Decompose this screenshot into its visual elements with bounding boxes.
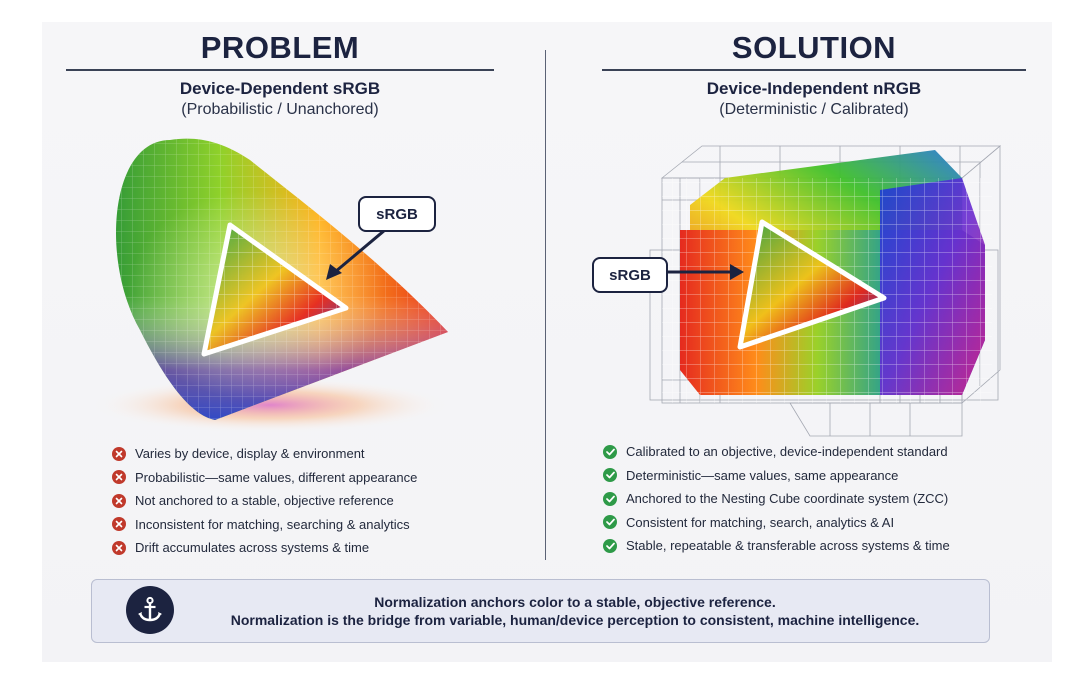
problem-subtitle: Device-Dependent sRGB bbox=[179, 79, 381, 98]
bullet-text: Drift accumulates across systems & time bbox=[135, 540, 370, 556]
list-item: Inconsistent for matching, searching & a… bbox=[112, 513, 417, 537]
bullet-text: Stable, repeatable & transferable across… bbox=[626, 538, 950, 554]
x-circle-icon bbox=[112, 446, 126, 461]
solution-note: (Deterministic / Calibrated) bbox=[719, 101, 909, 118]
banner-line-1: Normalization anchors color to a stable,… bbox=[374, 594, 776, 610]
list-item: Drift accumulates across systems & time bbox=[112, 536, 417, 560]
bullet-text: Deterministic—same values, same appearan… bbox=[626, 467, 899, 483]
solution-srgb-callout: sRGB bbox=[592, 257, 668, 293]
bullet-text: Consistent for matching, search, analyti… bbox=[626, 514, 895, 530]
banner-line-2: Normalization is the bridge from variabl… bbox=[230, 612, 920, 628]
problem-srgb-callout: sRGB bbox=[358, 196, 436, 232]
bullet-text: Probabilistic—same values, different app… bbox=[135, 469, 418, 485]
bullet-text: Inconsistent for matching, searching & a… bbox=[135, 516, 410, 532]
bullet-text: Varies by device, display & environment bbox=[135, 446, 365, 462]
x-circle-icon bbox=[112, 470, 126, 485]
list-item: Not anchored to a stable, objective refe… bbox=[112, 489, 417, 513]
column-divider bbox=[545, 50, 546, 560]
problem-title: PROBLEM bbox=[200, 30, 360, 65]
solution-title: SOLUTION bbox=[731, 30, 897, 65]
srgb-triangle-problem bbox=[201, 222, 349, 357]
list-item: Varies by device, display & environment bbox=[112, 442, 417, 466]
solution-title-rule bbox=[602, 69, 1026, 71]
problem-note: (Probabilistic / Unanchored) bbox=[181, 101, 379, 118]
list-item: Probabilistic—same values, different app… bbox=[112, 466, 417, 490]
problem-bullet-list: Varies by device, display & environment … bbox=[112, 442, 417, 560]
list-item: Stable, repeatable & transferable across… bbox=[603, 534, 950, 558]
check-circle-icon bbox=[603, 515, 617, 530]
check-circle-icon bbox=[603, 491, 617, 506]
normalization-banner bbox=[91, 579, 990, 643]
solution-callout-arrow bbox=[663, 264, 744, 280]
solution-bullet-list: Calibrated to an objective, device-indep… bbox=[603, 440, 950, 558]
x-circle-icon bbox=[112, 493, 126, 508]
list-item: Deterministic—same values, same appearan… bbox=[603, 464, 950, 488]
bullet-text: Calibrated to an objective, device-indep… bbox=[626, 444, 948, 460]
bullet-text: Anchored to the Nesting Cube coordinate … bbox=[626, 491, 949, 507]
x-circle-icon bbox=[112, 540, 126, 555]
check-circle-icon bbox=[603, 468, 617, 483]
bullet-text: Not anchored to a stable, objective refe… bbox=[135, 493, 394, 509]
anchor-icon bbox=[126, 586, 174, 634]
list-item: Consistent for matching, search, analyti… bbox=[603, 511, 950, 535]
list-item: Calibrated to an objective, device-indep… bbox=[603, 440, 950, 464]
x-circle-icon bbox=[112, 517, 126, 532]
check-circle-icon bbox=[603, 538, 617, 553]
check-circle-icon bbox=[603, 444, 617, 459]
problem-callout-arrow bbox=[326, 228, 386, 280]
problem-title-rule bbox=[66, 69, 494, 71]
list-item: Anchored to the Nesting Cube coordinate … bbox=[603, 487, 950, 511]
solution-subtitle: Device-Independent nRGB bbox=[706, 79, 922, 98]
srgb-triangle-solution bbox=[737, 219, 887, 350]
